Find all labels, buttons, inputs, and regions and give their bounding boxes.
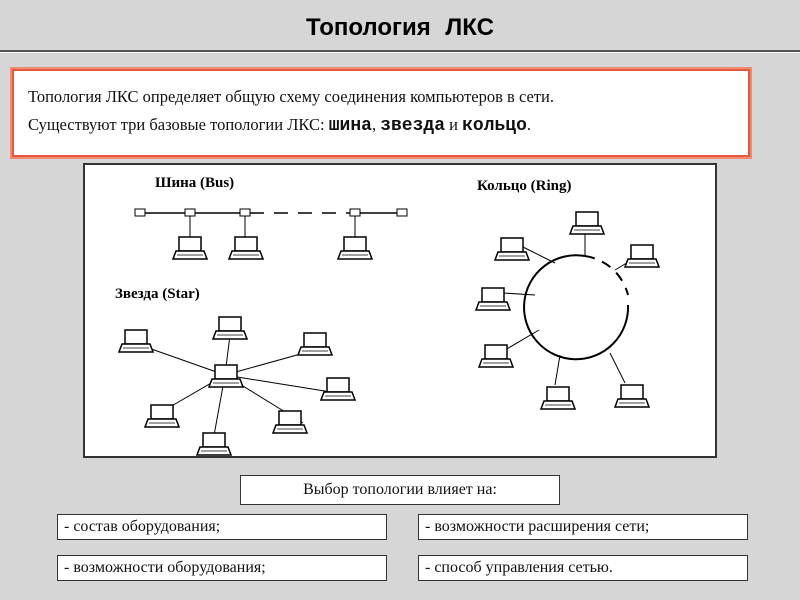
- star-computer-icon: [118, 329, 154, 353]
- ring-computer-icon: [540, 386, 576, 410]
- star-computer-icon: [320, 377, 356, 401]
- term-star: звезда: [380, 116, 445, 136]
- intro-line-2: Существуют три базовые топологии ЛКС: ши…: [28, 111, 734, 140]
- star-computer-icon: [212, 316, 248, 340]
- intro-sep-1: ,: [371, 115, 381, 134]
- star-computer-icon: [144, 404, 180, 428]
- intro-line-1: Топология ЛКС определяет общую схему сое…: [28, 87, 554, 106]
- title-divider: [0, 50, 800, 53]
- star-label: Звезда (Star): [115, 286, 200, 302]
- bus-computer-icon: [337, 236, 373, 260]
- star-topology: [118, 316, 356, 456]
- star-computer-icon: [297, 332, 333, 356]
- topology-choice-box: Выбор топологии влияет на:: [240, 475, 560, 505]
- intro-line-2-prefix: Существуют три базовые топологии ЛКС:: [28, 115, 329, 134]
- factor-item: - возможности расширения сети;: [418, 514, 748, 540]
- star-computer-icon: [196, 432, 232, 456]
- ring-computer-icon: [475, 287, 511, 311]
- bus-topology: [134, 208, 408, 260]
- bus-label: Шина (Bus): [155, 175, 234, 191]
- intro-end: .: [526, 115, 532, 134]
- factor-item: - возможности оборудования;: [57, 555, 387, 581]
- topology-diagram: Шина (Bus) Звезда (Star): [83, 163, 717, 458]
- term-ring: кольцо: [462, 116, 527, 136]
- topology-diagram-svg: Шина (Bus) Звезда (Star): [115, 175, 660, 456]
- bus-computer-icon: [172, 236, 208, 260]
- ring-label: Кольцо (Ring): [477, 178, 572, 194]
- ring-computer-icon: [624, 244, 660, 268]
- intro-box: Топология ЛКС определяет общую схему сое…: [12, 69, 750, 157]
- ring-computer-icon: [494, 237, 530, 261]
- page-title: Топология ЛКС: [306, 14, 494, 41]
- intro-sep-2: и: [445, 115, 463, 134]
- factor-item: - состав оборудования;: [57, 514, 387, 540]
- ring-topology: [475, 211, 660, 410]
- hub-icon: [208, 364, 244, 388]
- ring-computer-icon: [614, 384, 650, 408]
- ring-computer-icon: [569, 211, 605, 235]
- factor-item: - способ управления сетью.: [418, 555, 748, 581]
- bus-computer-icon: [228, 236, 264, 260]
- term-bus: шина: [328, 116, 372, 136]
